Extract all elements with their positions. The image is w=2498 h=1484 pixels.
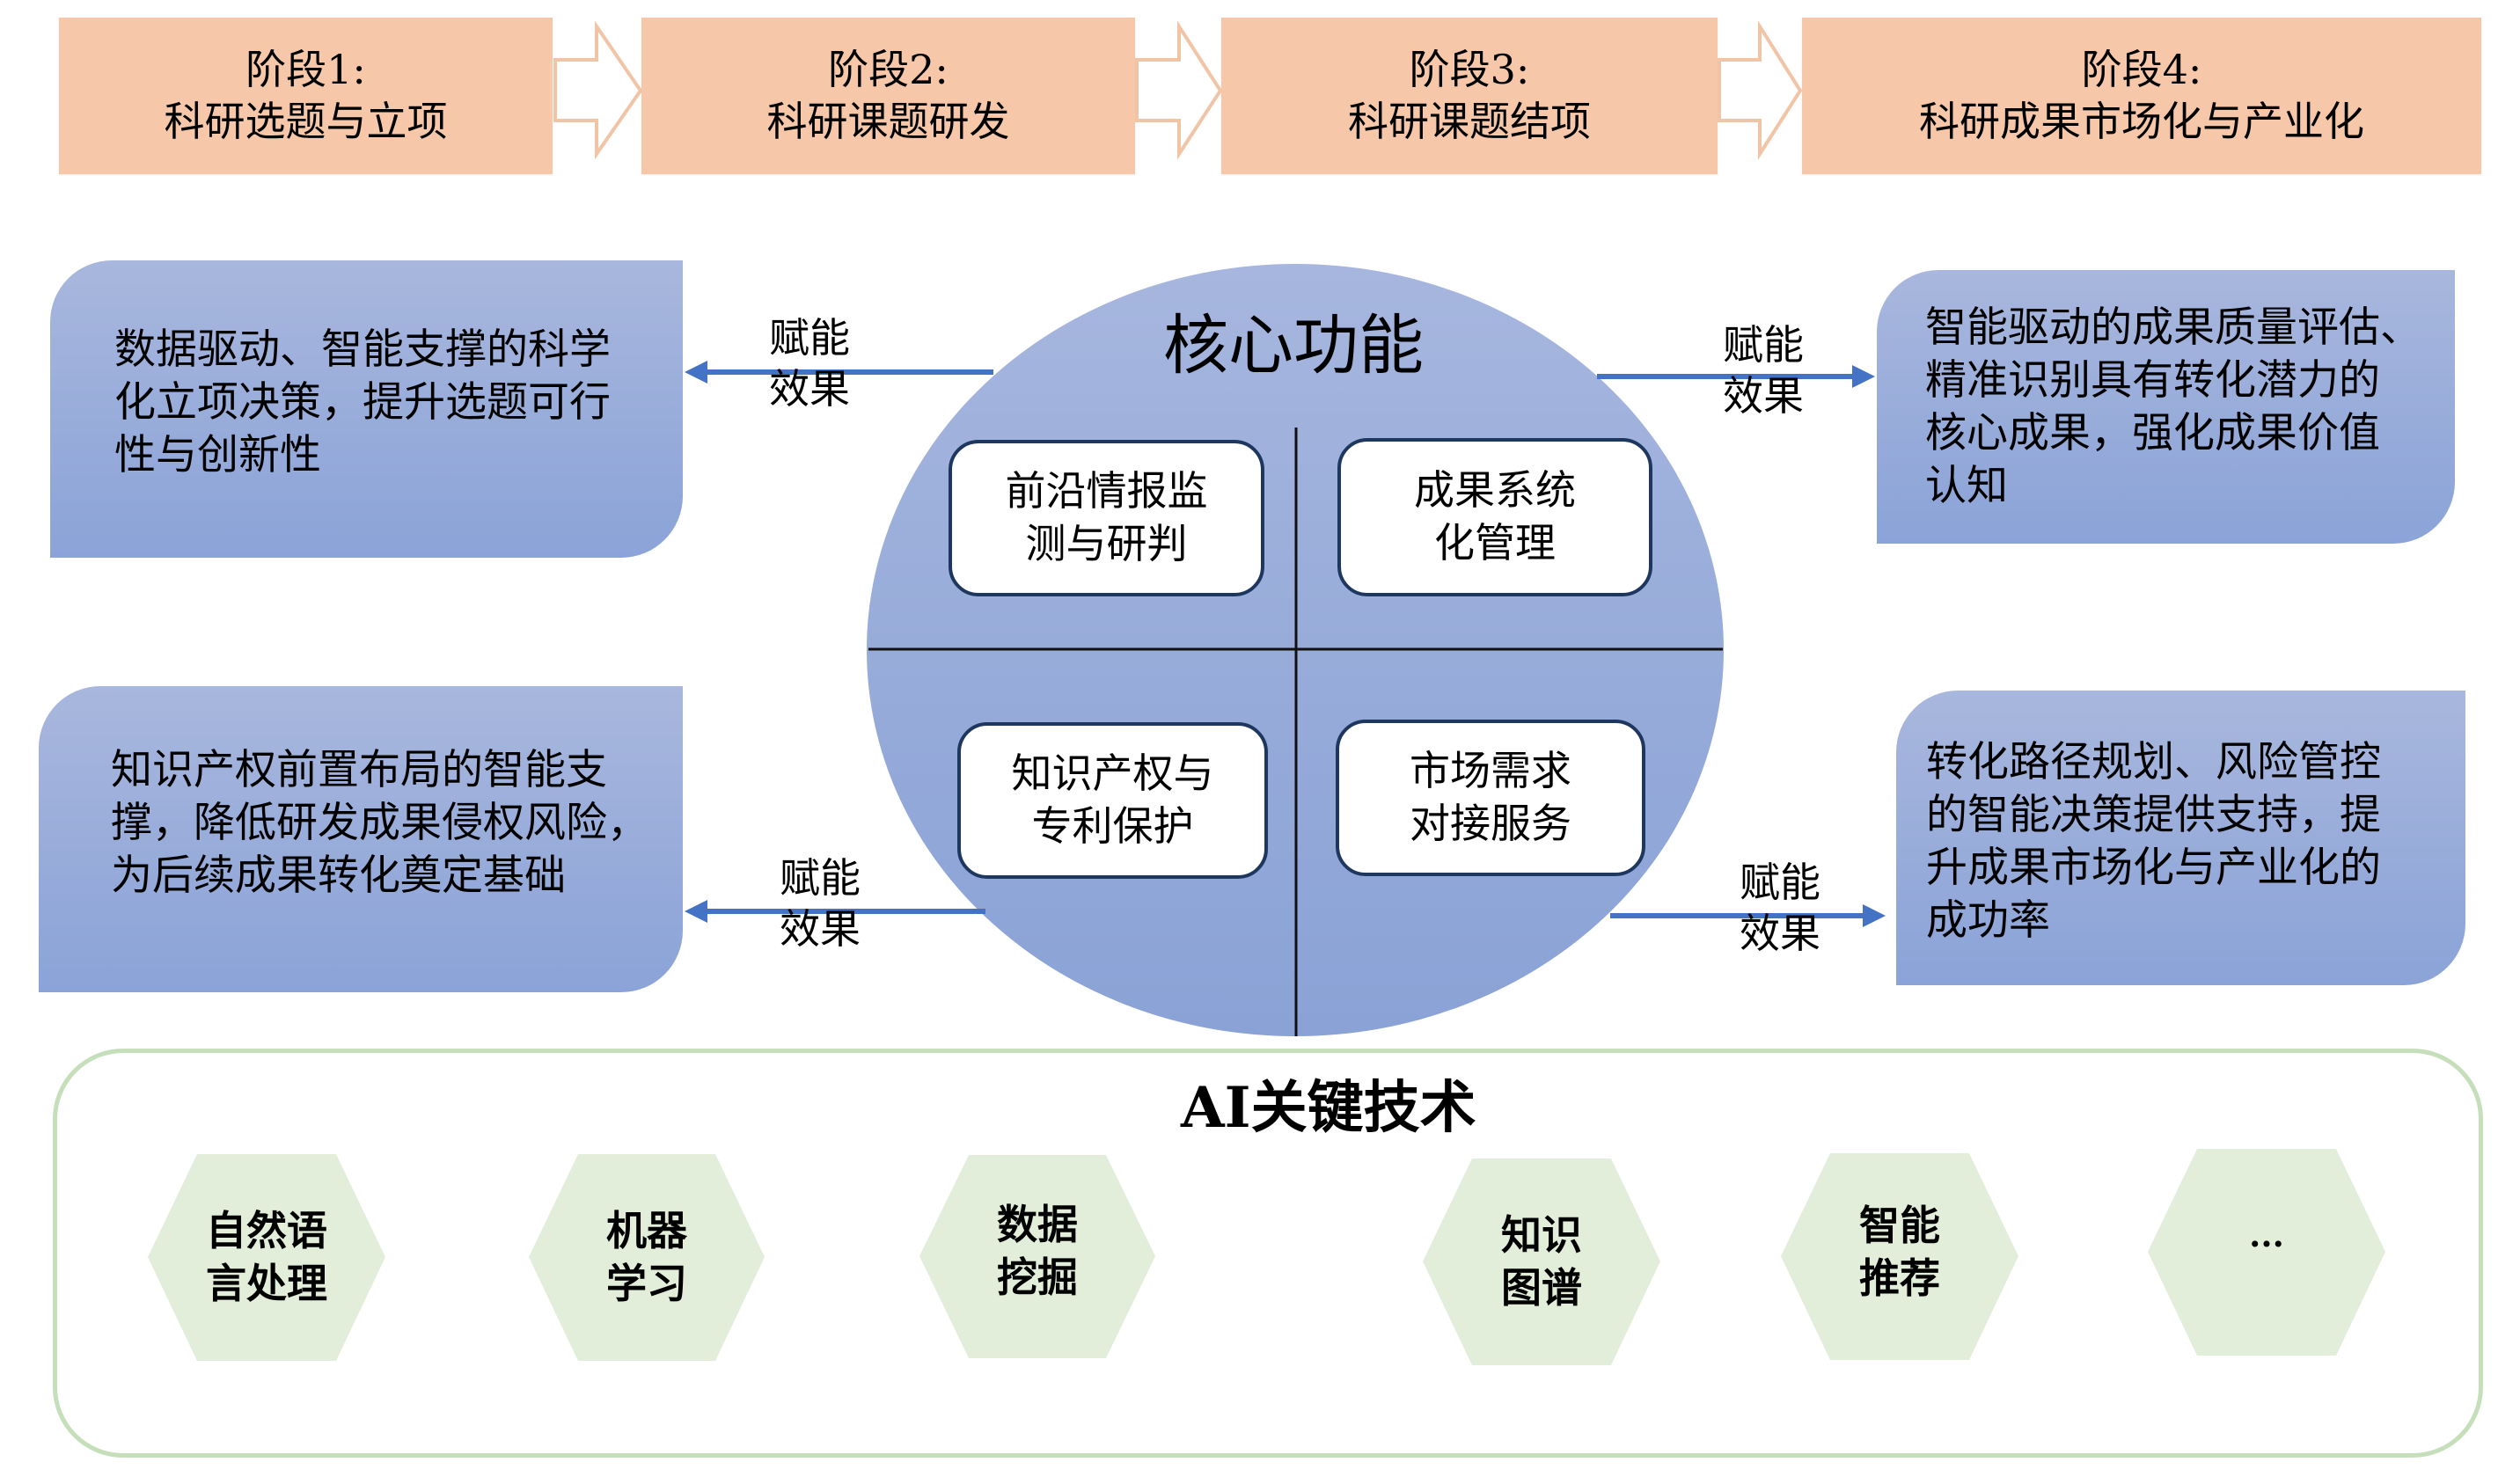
tech-5-line-2: 推荐 [1859,1254,1940,1302]
effect-2-line-2: 精准识别具有转化潜力的 [1925,356,2380,406]
effect-1-line-2: 化立项决策，提升选题可行 [114,378,611,428]
tech-hex-data-mining: 数据 挖掘 [919,1155,1155,1358]
enable-label-line-2: 效果 [780,904,861,953]
tech-hex-smart-recommendation: 智能 推荐 [1781,1153,2018,1360]
ai-technologies-title: AI关键技术 [1181,1075,1476,1141]
enable-label-line-2: 效果 [1723,371,1804,420]
enable-label-top-right: 赋能 效果 [1723,320,1804,421]
enable-label-top-left: 赋能 效果 [769,313,850,414]
effect-2-line-4: 认知 [1925,462,2008,511]
hexagon-shape [2148,1149,2385,1356]
stage-4-label: 阶段4: [2081,46,2202,94]
tech-1-line-1: 自然语 [206,1206,327,1254]
tech-4-line-2: 图谱 [1501,1263,1582,1312]
enable-label-line-1: 赋能 [1723,321,1804,369]
effect-1-line-1: 数据驱动、智能支撑的科学 [114,325,611,374]
enable-label-line-2: 效果 [769,364,850,413]
core-function-title: 核心功能 [1163,308,1424,384]
core-function-3-line-2: 专利保护 [1031,802,1194,850]
effect-box-top-left: 数据驱动、智能支撑的科学 化立项决策，提升选题可行 性与创新性 [50,260,683,558]
stage-2-label: 阶段2: [828,46,949,94]
core-function-achievement-management: 成果系统 化管理 [1337,438,1652,596]
enable-label-line-2: 效果 [1740,909,1820,957]
enable-label-line-1: 赋能 [769,314,850,362]
stage-3-box: 阶段3: 科研课题结项 [1221,18,1718,174]
core-function-intel-monitoring: 前沿情报监 测与研判 [949,440,1264,596]
effect-2-line-1: 智能驱动的成果质量评估、 [1925,303,2421,352]
enable-arrow-top-right [1597,365,1875,388]
hexagon-shape [919,1155,1155,1358]
stage-2-title: 科研课题研发 [766,98,1010,145]
hexagon-shape [529,1154,765,1361]
tech-hex-knowledge-graph: 知识 图谱 [1423,1159,1660,1365]
enable-label-line-1: 赋能 [1740,859,1820,906]
tech-2-line-1: 机器 [606,1206,687,1254]
core-function-3-line-1: 知识产权与 [1011,749,1214,798]
effect-4-line-1: 转化路径规划、风险管控 [1926,738,2381,786]
tech-3-line-2: 挖掘 [997,1253,1078,1301]
effect-4-line-2: 的智能决策提供支持，提 [1926,791,2381,840]
stage-4-box: 阶段4: 科研成果市场化与产业化 [1802,18,2481,174]
core-function-ip-protection: 知识产权与 专利保护 [957,722,1268,879]
tech-hex-nlp: 自然语 言处理 [148,1154,385,1361]
effect-box-bottom-left: 知识产权前置布局的智能支 撑，降低研发成果侵权风险， 为后续成果转化奠定基础 [39,686,683,992]
arrow-left-icon [685,900,707,923]
effect-3-line-1: 知识产权前置布局的智能支 [111,746,607,794]
core-function-4-line-1: 市场需求 [1410,747,1571,795]
effect-box-bottom-right: 转化路径规划、风险管控 的智能决策提供支持，提 升成果市场化与产业化的 成功率 [1896,691,2465,985]
tech-hex-more: ... [2148,1149,2385,1356]
enable-label-bottom-left: 赋能 效果 [780,853,861,954]
core-function-2-line-1: 成果系统 [1414,466,1576,515]
enable-arrow-bottom-left [685,900,985,923]
stage-3-title: 科研课题结项 [1348,98,1591,145]
hexagon-shape [1423,1159,1660,1365]
stage-1-label: 阶段1: [245,46,366,94]
core-function-2-line-2: 化管理 [1434,519,1556,567]
core-function-4-line-2: 对接服务 [1410,800,1571,847]
effect-1-line-3: 性与创新性 [114,431,321,480]
enable-label-bottom-right: 赋能 效果 [1740,858,1820,959]
tech-4-line-1: 知识 [1501,1210,1582,1259]
stage-4-title: 科研成果市场化与产业化 [1919,98,2364,145]
core-function-1-line-1: 前沿情报监 [1005,467,1208,515]
hexagon-shape [1781,1153,2018,1360]
stage-2-box: 阶段2: 科研课题研发 [641,18,1135,174]
enable-label-line-1: 赋能 [780,854,861,902]
hexagon-shape [148,1154,385,1361]
arrow-left-icon [685,361,707,384]
effect-4-line-4: 成功率 [1926,896,2050,946]
tech-1-line-2: 言处理 [206,1259,327,1307]
stage-arrow-1-2-icon [553,20,643,160]
arrow-right-icon [1863,904,1886,927]
effect-2-line-3: 核心成果，强化成果价值 [1925,409,2380,458]
enable-arrow-top-left [685,361,993,384]
ai-technologies-panel [53,1049,2483,1458]
effect-3-line-2: 撑，降低研发成果侵权风险， [111,799,648,848]
stage-1-box: 阶段1: 科研选题与立项 [59,18,553,174]
effect-box-top-right: 智能驱动的成果质量评估、 精准识别具有转化潜力的 核心成果，强化成果价值 认知 [1877,270,2455,544]
core-function-market-matching: 市场需求 对接服务 [1336,720,1645,876]
core-function-1-line-2: 测与研判 [1025,520,1188,567]
tech-6-line-1: ... [2249,1214,2284,1254]
tech-hex-machine-learning: 机器 学习 [529,1154,765,1361]
stage-3-label: 阶段3: [1409,46,1530,94]
stage-arrow-3-4-icon [1718,20,1803,160]
effect-3-line-3: 为后续成果转化奠定基础 [111,852,566,901]
enable-arrow-bottom-right [1610,904,1886,927]
effect-4-line-3: 升成果市场化与产业化的 [1926,844,2381,893]
stage-arrow-2-3-icon [1135,20,1223,160]
arrow-right-icon [1852,365,1875,388]
stage-flow-arrows [553,20,1803,160]
tech-3-line-1: 数据 [997,1200,1078,1248]
tech-2-line-2: 学习 [606,1259,687,1307]
stage-1-title: 科研选题与立项 [164,98,448,145]
tech-5-line-1: 智能 [1859,1201,1940,1249]
